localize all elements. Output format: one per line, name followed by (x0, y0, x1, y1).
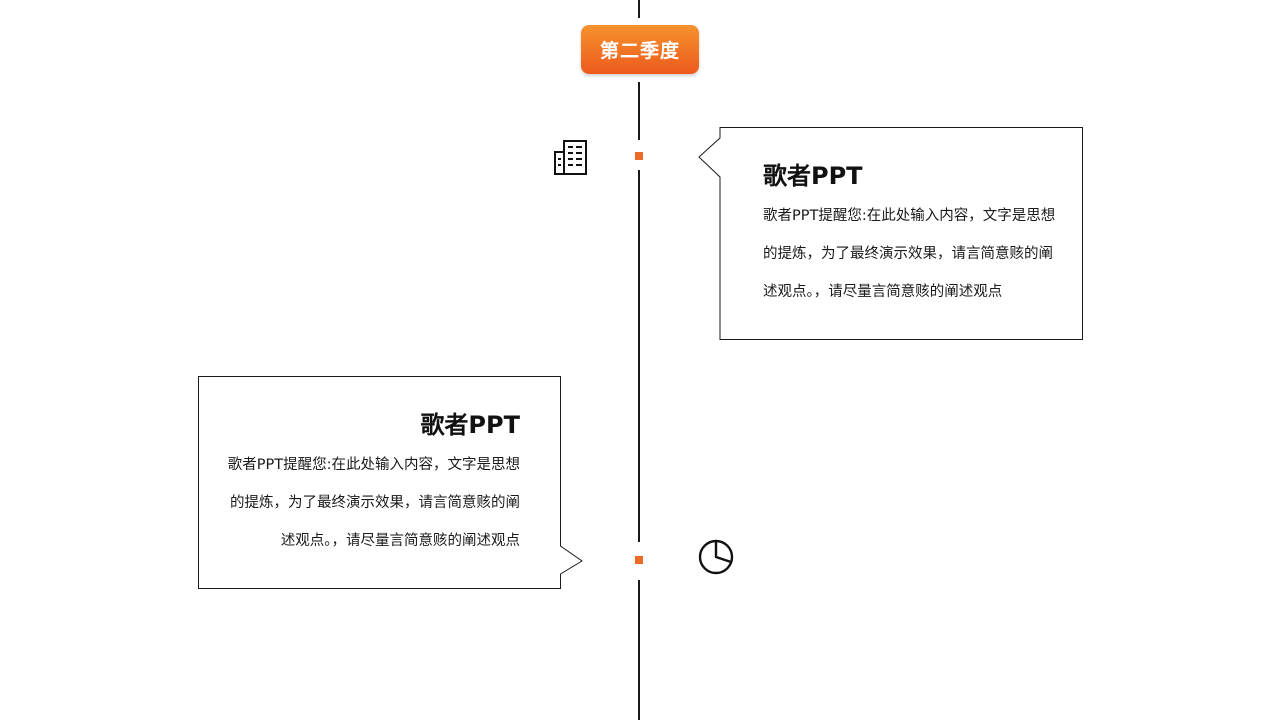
pie-chart-icon (698, 538, 736, 580)
timeline-line (638, 0, 640, 18)
card-frame (198, 376, 583, 589)
timeline-card: 歌者PPT 歌者PPT提醒您:在此处输入内容，文字是思想的提炼，为了最终演示效果… (698, 127, 1084, 341)
card-content: 歌者PPT 歌者PPT提醒您:在此处输入内容，文字是思想的提炼，为了最终演示效果… (224, 410, 520, 560)
card-body: 歌者PPT提醒您:在此处输入内容，文字是思想的提炼，为了最终演示效果，请言简意赅… (763, 208, 1056, 300)
timeline-line (638, 82, 640, 140)
timeline-marker (635, 152, 643, 160)
building-icon (552, 138, 590, 180)
card-content: 歌者PPT 歌者PPT提醒您:在此处输入内容，文字是思想的提炼，为了最终演示效果… (763, 161, 1059, 311)
card-title: 歌者PPT (420, 411, 520, 439)
quarter-label: 第二季度 (581, 25, 699, 74)
quarter-label-text: 第二季度 (599, 40, 680, 62)
card-body: 歌者PPT提醒您:在此处输入内容，文字是思想的提炼，为了最终演示效果，请言简意赅… (227, 457, 520, 549)
card-title: 歌者PPT (763, 162, 863, 190)
card-frame (698, 127, 1083, 340)
timeline-line (638, 170, 640, 542)
timeline-line (638, 580, 640, 720)
timeline-marker (635, 556, 643, 564)
timeline-card: 歌者PPT 歌者PPT提醒您:在此处输入内容，文字是思想的提炼，为了最终演示效果… (198, 376, 584, 590)
